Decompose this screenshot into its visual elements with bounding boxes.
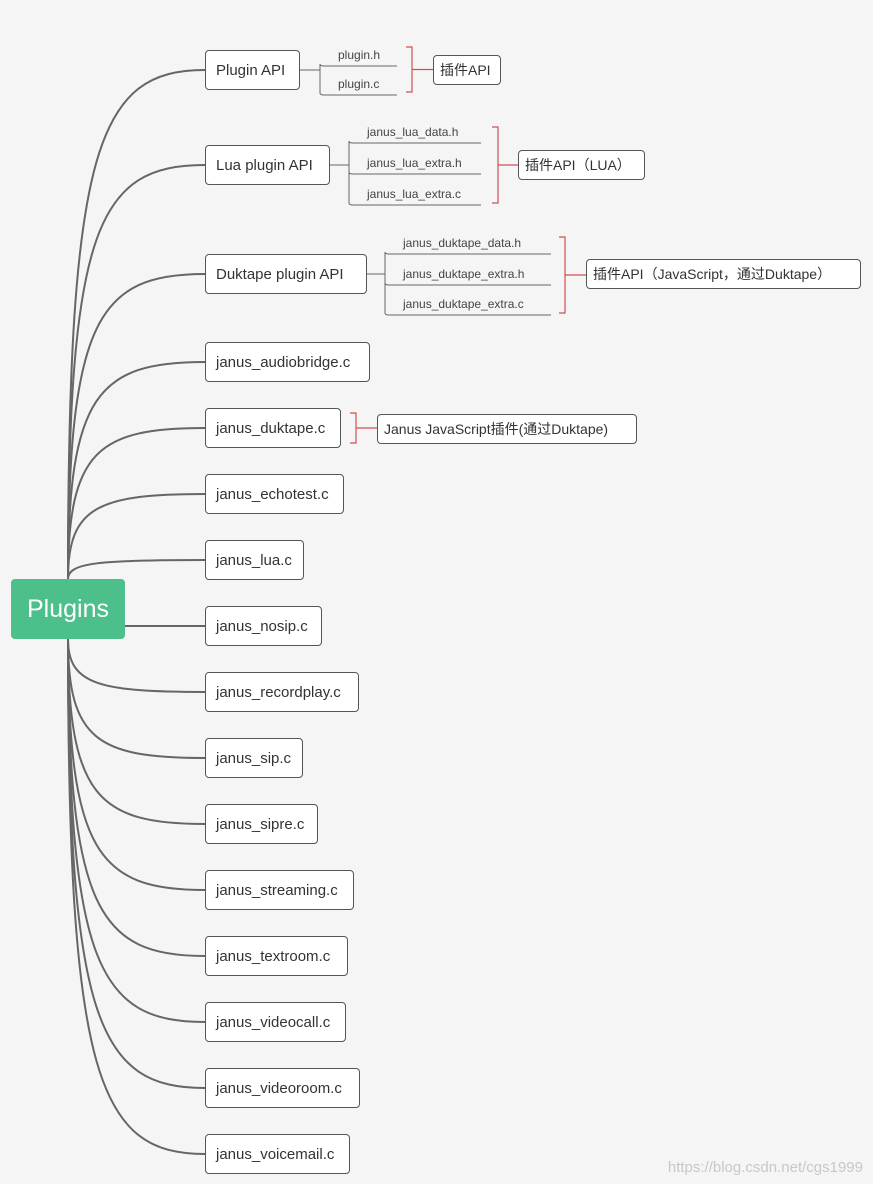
branch-link [67,69,206,580]
child-underline [348,171,481,175]
branch-node[interactable]: Plugin API [205,50,300,90]
summary-bracket [492,126,499,204]
summary-note[interactable]: 插件API [433,55,501,85]
child-file[interactable]: janus_duktape_extra.h [403,267,525,281]
child-underline [384,282,551,286]
branch-node[interactable]: janus_echotest.c [205,474,344,514]
branch-node[interactable]: Lua plugin API [205,145,330,185]
summary-note[interactable]: 插件API（JavaScript，通过Duktape） [586,259,861,289]
summary-note[interactable]: Janus JavaScript插件(通过Duktape) [377,414,637,444]
branch-link [67,427,206,580]
branch-node[interactable]: janus_recordplay.c [205,672,359,712]
branch-node[interactable]: janus_voicemail.c [205,1134,350,1174]
branch-link [67,164,206,580]
branch-node[interactable]: janus_textroom.c [205,936,348,976]
branch-link [67,638,206,891]
branch-node[interactable]: janus_duktape.c [205,408,341,448]
branch-node[interactable]: janus_audiobridge.c [205,342,370,382]
branch-link [67,638,206,825]
branch-node[interactable]: janus_streaming.c [205,870,354,910]
branch-node[interactable]: janus_lua.c [205,540,304,580]
child-file[interactable]: plugin.h [338,48,381,62]
branch-node[interactable]: janus_sip.c [205,738,303,778]
child-file[interactable]: janus_lua_extra.h [367,156,462,170]
branch-link [67,559,206,580]
child-underline [319,63,397,67]
branch-link [67,273,206,580]
child-file[interactable]: plugin.c [338,77,380,91]
summary-bracket [350,412,357,444]
summary-bracket [559,236,566,314]
child-file[interactable]: janus_duktape_extra.c [403,297,524,311]
branch-link [67,638,206,1155]
branch-node[interactable]: janus_sipre.c [205,804,318,844]
branch-node[interactable]: janus_videoroom.c [205,1068,360,1108]
branch-link [67,638,206,957]
summary-bracket [406,46,413,93]
child-underline [348,202,481,206]
watermark: https://blog.csdn.net/cgs1999 [667,1159,863,1176]
child-file[interactable]: janus_duktape_data.h [403,236,522,250]
child-underline [319,92,397,96]
branch-link [67,493,206,580]
branch-link [67,361,206,580]
child-underline [348,140,481,144]
child-file[interactable]: janus_lua_data.h [367,125,459,139]
branch-node[interactable]: Duktape plugin API [205,254,367,294]
branch-link [67,638,206,759]
child-underline [384,312,551,316]
branch-node[interactable]: janus_videocall.c [205,1002,346,1042]
branch-link [67,638,206,693]
branch-node[interactable]: janus_nosip.c [205,606,322,646]
root-node[interactable]: Plugins [11,579,125,639]
summary-note[interactable]: 插件API（LUA） [518,150,645,180]
child-underline [384,251,551,255]
child-file[interactable]: janus_lua_extra.c [367,187,462,201]
